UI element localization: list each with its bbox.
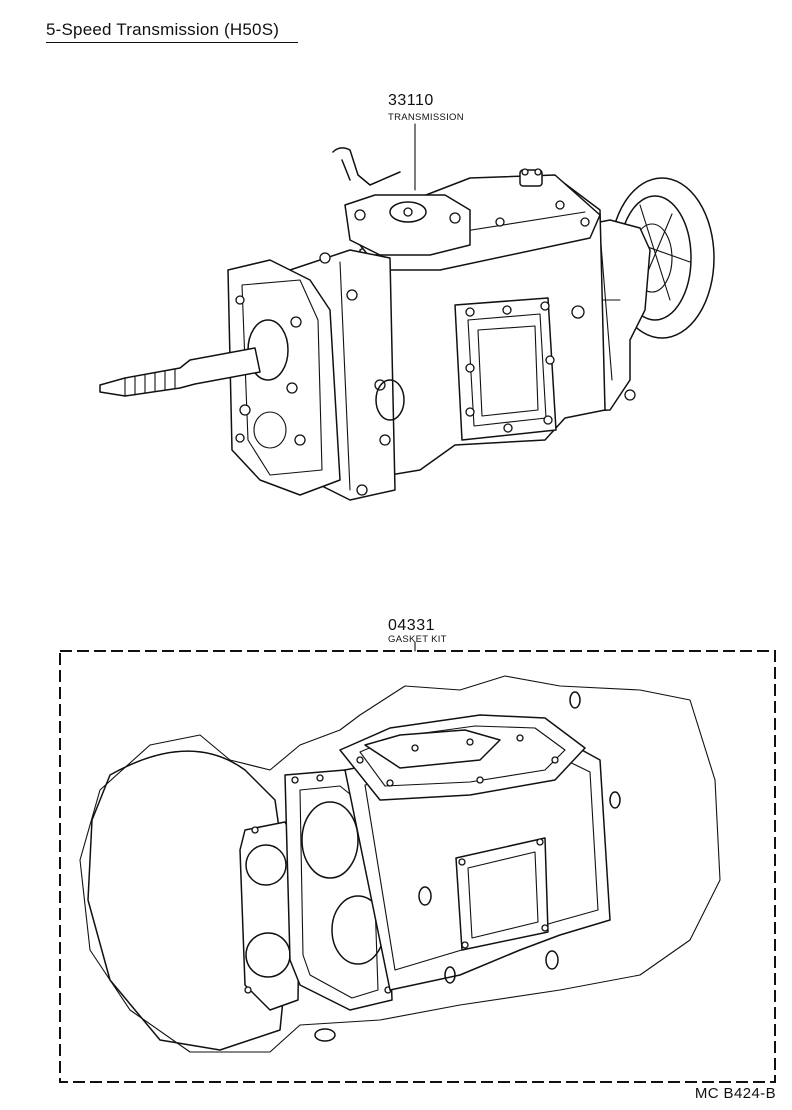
part-number-gasket-kit: 04331 xyxy=(388,617,435,634)
part-name-gasket-kit: GASKET KIT xyxy=(388,634,447,645)
part-name-transmission: TRANSMISSION xyxy=(388,112,464,123)
transmission-assembly-drawing xyxy=(99,123,715,501)
gasket-kit-drawing xyxy=(59,641,776,1083)
page-title: 5-Speed Transmission (H50S) xyxy=(46,20,280,39)
part-number-transmission: 33110 xyxy=(388,92,434,109)
catalog-code: MC B424-B xyxy=(694,1085,776,1102)
title-underline xyxy=(46,42,298,43)
